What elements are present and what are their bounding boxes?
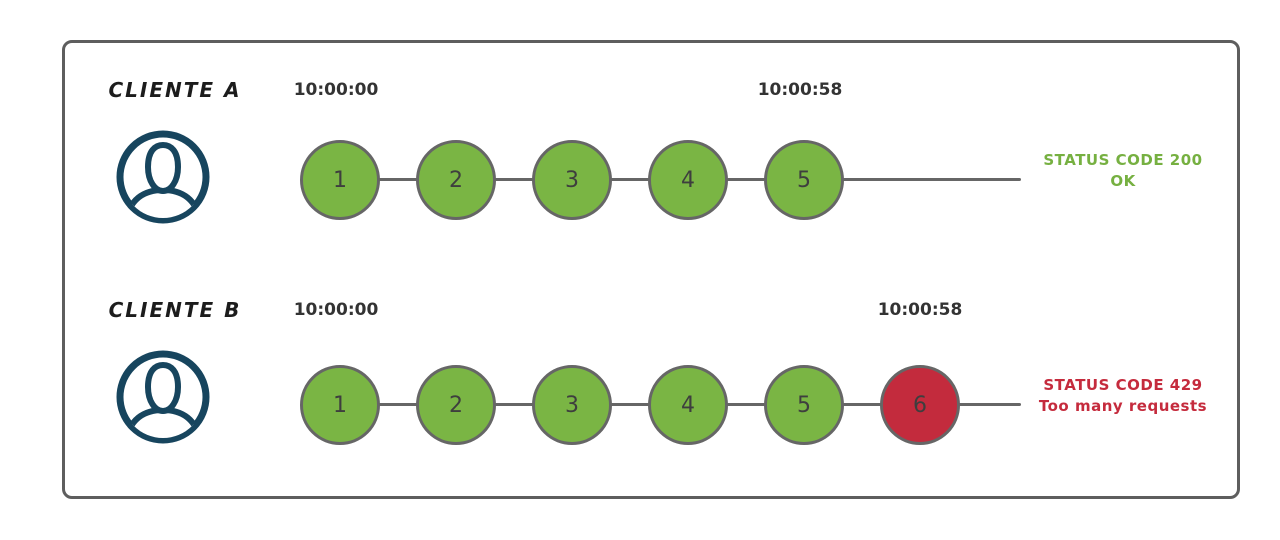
request-node-5-allowed: 5 <box>764 140 844 220</box>
diagram-border <box>62 40 1240 499</box>
client-a-start-time: 10:00:00 <box>293 80 379 100</box>
request-node-3-allowed: 3 <box>532 140 612 220</box>
client-b-status: STATUS CODE 429 Too many requests <box>1025 375 1221 417</box>
request-node-1-allowed: 1 <box>300 365 380 445</box>
request-node-5-allowed: 5 <box>764 365 844 445</box>
request-node-2-allowed: 2 <box>416 365 496 445</box>
request-node-1-allowed: 1 <box>300 140 380 220</box>
request-node-6-blocked: 6 <box>880 365 960 445</box>
client-b-end-time: 10:00:58 <box>877 300 963 320</box>
client-a-name: CLIENTE A <box>108 78 242 102</box>
client-b-start-time: 10:00:00 <box>293 300 379 320</box>
client-a-status-code: STATUS CODE 200 <box>1043 151 1203 169</box>
user-avatar-icon <box>113 127 213 227</box>
client-a-end-time: 10:00:58 <box>757 80 843 100</box>
client-b-status-code: STATUS CODE 429 <box>1043 376 1203 394</box>
client-a-status: STATUS CODE 200 OK <box>1025 150 1221 192</box>
request-node-3-allowed: 3 <box>532 365 612 445</box>
client-a-status-message: OK <box>1110 172 1136 190</box>
client-b-status-message: Too many requests <box>1038 397 1208 415</box>
client-b-name: CLIENTE B <box>108 298 242 322</box>
user-avatar-icon <box>113 347 213 447</box>
request-node-4-allowed: 4 <box>648 365 728 445</box>
request-node-4-allowed: 4 <box>648 140 728 220</box>
request-node-2-allowed: 2 <box>416 140 496 220</box>
